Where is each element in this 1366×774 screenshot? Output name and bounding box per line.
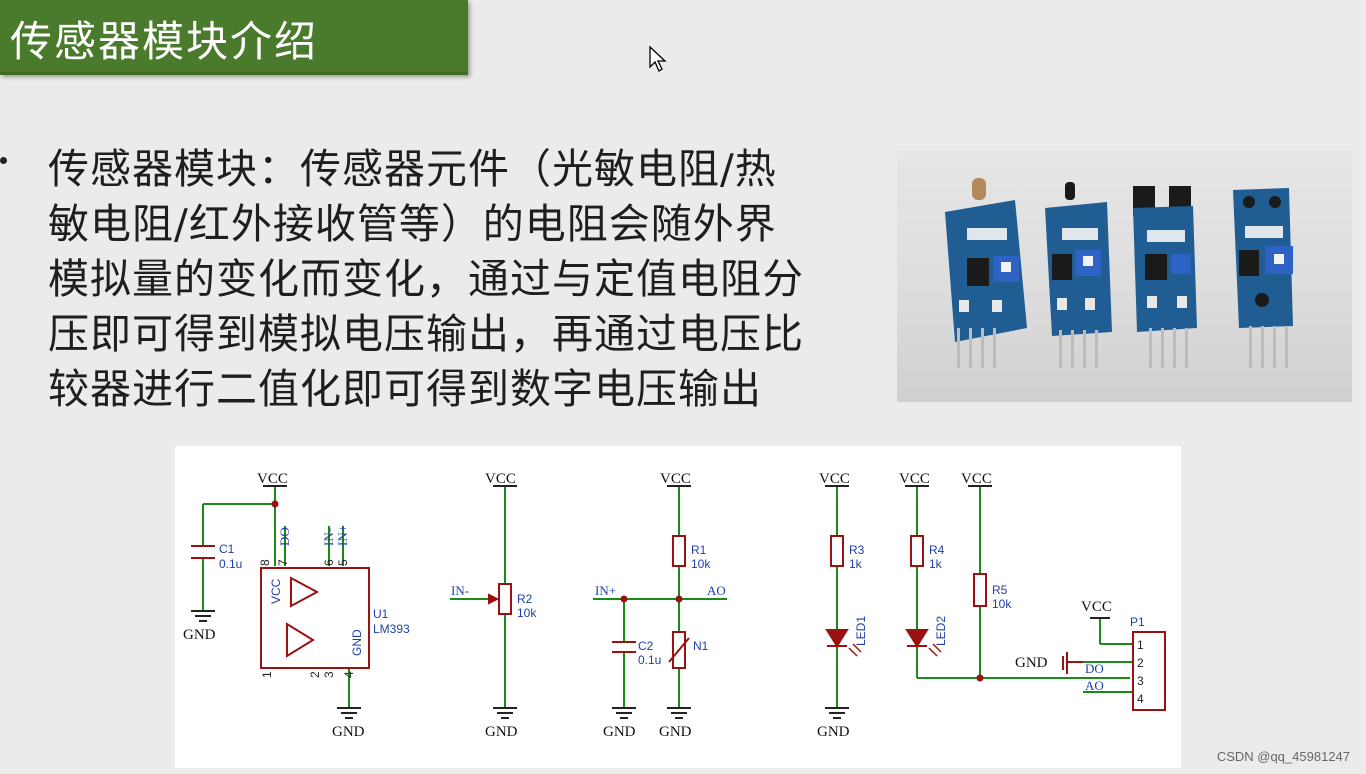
pin-number: 4 [342, 671, 356, 678]
gnd-label: GND [1015, 655, 1048, 671]
module-thermistor [1045, 182, 1112, 368]
vcc-label: VCC [961, 471, 992, 487]
r3-value: 1k [849, 557, 863, 571]
bullet-line: 敏电阻/红外接收管等）的电阻会随外界 [48, 200, 777, 248]
junction-dots [271, 500, 984, 682]
pin-number: 4 [1137, 692, 1144, 706]
ground-symbols [191, 485, 1110, 719]
bullet-icon [0, 157, 7, 164]
vcc-label: VCC [899, 471, 930, 487]
slide-title-bar: 传感器模块介绍 [0, 0, 468, 75]
schematic-wires [202, 486, 1133, 708]
r2-label: R2 [517, 592, 533, 606]
gnd-label: GND [183, 627, 216, 643]
c2-label: C2 [638, 639, 654, 653]
bullet-line: 传感器模块：传感器元件（光敏电阻/热 [48, 145, 777, 193]
gnd-label: GND [485, 724, 518, 740]
pin-number: 1 [260, 671, 274, 678]
sensor-modules-photo-icon [945, 178, 1293, 368]
sensor-modules-photo [897, 150, 1352, 402]
gnd-pin-label: GND [350, 629, 364, 656]
pin-number: 3 [322, 671, 336, 678]
r3-label: R3 [849, 543, 865, 557]
r4-label: R4 [929, 543, 945, 557]
sensor-schematic: VCC GND GND VCC GND VCC GND GND VCC VCC … [175, 446, 1181, 768]
pin-number: 8 [258, 559, 272, 566]
n1-label: N1 [693, 639, 709, 653]
vcc-label: VCC [257, 471, 288, 487]
lm393-label: LM393 [373, 622, 410, 636]
ground-icon [337, 707, 361, 719]
pin-number: 2 [308, 671, 322, 678]
ground-icon [493, 707, 517, 719]
gnd-label: GND [659, 724, 692, 740]
led-light-arrows-icon [848, 643, 942, 657]
vcc-pin-label: VCC [269, 578, 283, 604]
bullet-line: 模拟量的变化而变化，通过与定值电阻分 [48, 255, 804, 303]
pin-number: 3 [1137, 674, 1144, 688]
ground-icon [191, 610, 215, 622]
pin-number: 5 [336, 559, 350, 566]
mouse-cursor-icon [649, 45, 667, 72]
bullet-line: 压即可得到模拟电压输出，再通过电压比 [48, 310, 804, 358]
c1-value: 0.1u [219, 557, 242, 571]
c2-value: 0.1u [638, 653, 661, 667]
in-plus-net-label: IN+ [335, 525, 350, 546]
in-minus-net-label: IN- [451, 583, 469, 598]
r2-value: 10k [517, 606, 537, 620]
r1-value: 10k [691, 557, 711, 571]
module-slot-infrared [1133, 186, 1197, 368]
module-ir-reflective [1233, 188, 1293, 368]
gnd-label: GND [332, 724, 365, 740]
schematic-components [191, 535, 1166, 711]
in-minus-net-label: IN- [321, 528, 336, 546]
r1-label: R1 [691, 543, 707, 557]
pin-number: 2 [1137, 656, 1144, 670]
ao-net-label: AO [1085, 678, 1104, 693]
u1-label: U1 [373, 607, 389, 621]
schematic-drawing: VCC GND GND VCC GND VCC GND GND VCC VCC … [183, 471, 1166, 740]
ground-icon [825, 707, 849, 719]
do-net-label: DO [1085, 661, 1104, 676]
pin-number: 7 [276, 559, 290, 566]
vcc-label: VCC [819, 471, 850, 487]
bullet-paragraph: 传感器模块：传感器元件（光敏电阻/热 敏电阻/红外接收管等）的电阻会随外界 模拟… [48, 142, 868, 417]
bullet-line: 较器进行二值化即可得到数字电压输出 [48, 365, 762, 413]
watermark: CSDN @qq_45981247 [1216, 749, 1350, 764]
r5-label: R5 [992, 583, 1008, 597]
gnd-label: GND [817, 724, 850, 740]
r4-value: 1k [929, 557, 943, 571]
ground-icon [667, 707, 691, 719]
ao-net-label: AO [707, 583, 726, 598]
ground-icon [612, 707, 636, 719]
in-plus-net-label: IN+ [595, 583, 616, 598]
slide-title: 传感器模块介绍 [10, 17, 319, 66]
module-photoresistor [945, 178, 1027, 368]
pin-number: 6 [322, 559, 336, 566]
do-net-label: DO [277, 527, 292, 546]
p1-label: P1 [1130, 615, 1145, 629]
vcc-label: VCC [1081, 599, 1112, 615]
gnd-label: GND [603, 724, 636, 740]
pin-number: 1 [1137, 638, 1144, 652]
led1-label: LED1 [854, 616, 868, 646]
led2-label: LED2 [934, 616, 948, 646]
c1-label: C1 [219, 542, 235, 556]
vcc-label: VCC [660, 471, 691, 487]
r5-value: 10k [992, 597, 1012, 611]
vcc-label: VCC [485, 471, 516, 487]
